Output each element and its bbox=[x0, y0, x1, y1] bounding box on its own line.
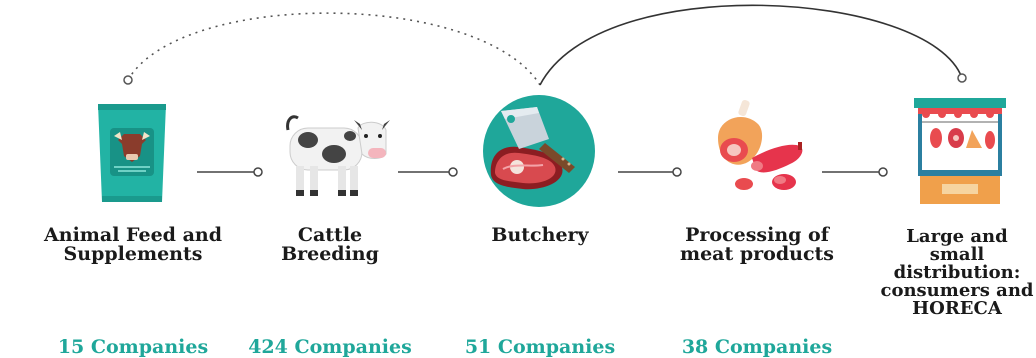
connector-node-1 bbox=[253, 167, 263, 177]
stage-label-breeding-line2: Breeding bbox=[281, 243, 379, 265]
market-stall-icon bbox=[914, 98, 1006, 204]
connector-node-2 bbox=[448, 167, 458, 177]
stage-label-breeding: Cattle Breeding bbox=[260, 226, 400, 264]
stage-label-distribution: Large and small distribution: consumers … bbox=[878, 228, 1036, 318]
stage-label-feed-line1: Animal Feed and bbox=[44, 224, 222, 246]
connector-node-3 bbox=[672, 167, 682, 177]
stage-label-processing-line2: meat products bbox=[679, 243, 834, 265]
connector-node-4 bbox=[878, 167, 888, 177]
stage-count-processing: 38 Companies bbox=[681, 336, 833, 358]
stage-count-butchery: 51 Companies bbox=[464, 336, 616, 358]
stage-label-butchery: Butchery bbox=[470, 226, 610, 245]
stage-label-processing-line1: Processing of bbox=[685, 224, 829, 246]
cow-icon bbox=[286, 115, 390, 196]
solid-arc bbox=[539, 4, 963, 86]
stage-label-feed-line2: Supplements bbox=[63, 243, 203, 265]
stage-count-breeding: 424 Companies bbox=[248, 336, 412, 358]
stage-label-breeding-line1: Cattle bbox=[297, 224, 363, 246]
dotted-arc bbox=[127, 12, 541, 86]
stage-count-feed: 15 Companies bbox=[57, 336, 209, 358]
stage-label-butchery-line1: Butchery bbox=[491, 224, 589, 246]
stage-label-distribution-line4: HORECA bbox=[912, 298, 1002, 319]
cleaver-steak-icon bbox=[483, 95, 595, 207]
arc-end-node bbox=[957, 73, 967, 83]
stage-label-distribution-line1: Large and small bbox=[906, 226, 1008, 265]
feed-bag-icon bbox=[98, 104, 166, 202]
stage-label-distribution-line2: distribution: bbox=[893, 262, 1021, 283]
stage-label-processing: Processing of meat products bbox=[676, 226, 838, 264]
stage-label-distribution-line3: consumers and bbox=[880, 280, 1034, 301]
stage-label-feed: Animal Feed and Supplements bbox=[38, 226, 228, 264]
arc-start-node bbox=[123, 75, 133, 85]
ham-sausage-icon bbox=[718, 99, 803, 190]
